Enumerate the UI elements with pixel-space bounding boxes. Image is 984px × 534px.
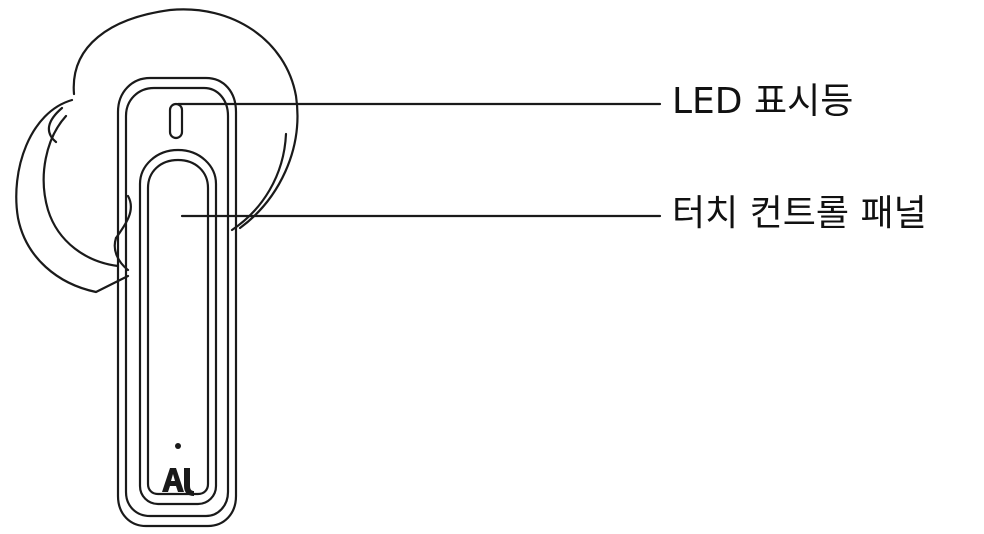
stem-outer	[116, 76, 238, 528]
touch-control-panel	[138, 148, 218, 506]
earbud-housing	[72, 8, 299, 272]
touch-panel-inner	[146, 158, 210, 496]
touch-control-panel-label: 터치 컨트롤 패널	[672, 193, 927, 234]
led-indicator	[168, 102, 184, 140]
microphone-dot	[175, 443, 181, 449]
ear-tip	[15, 98, 130, 294]
led-indicator-label: LED 표시등	[672, 81, 854, 122]
stem-inner	[124, 86, 230, 518]
brand-logo	[162, 468, 194, 496]
